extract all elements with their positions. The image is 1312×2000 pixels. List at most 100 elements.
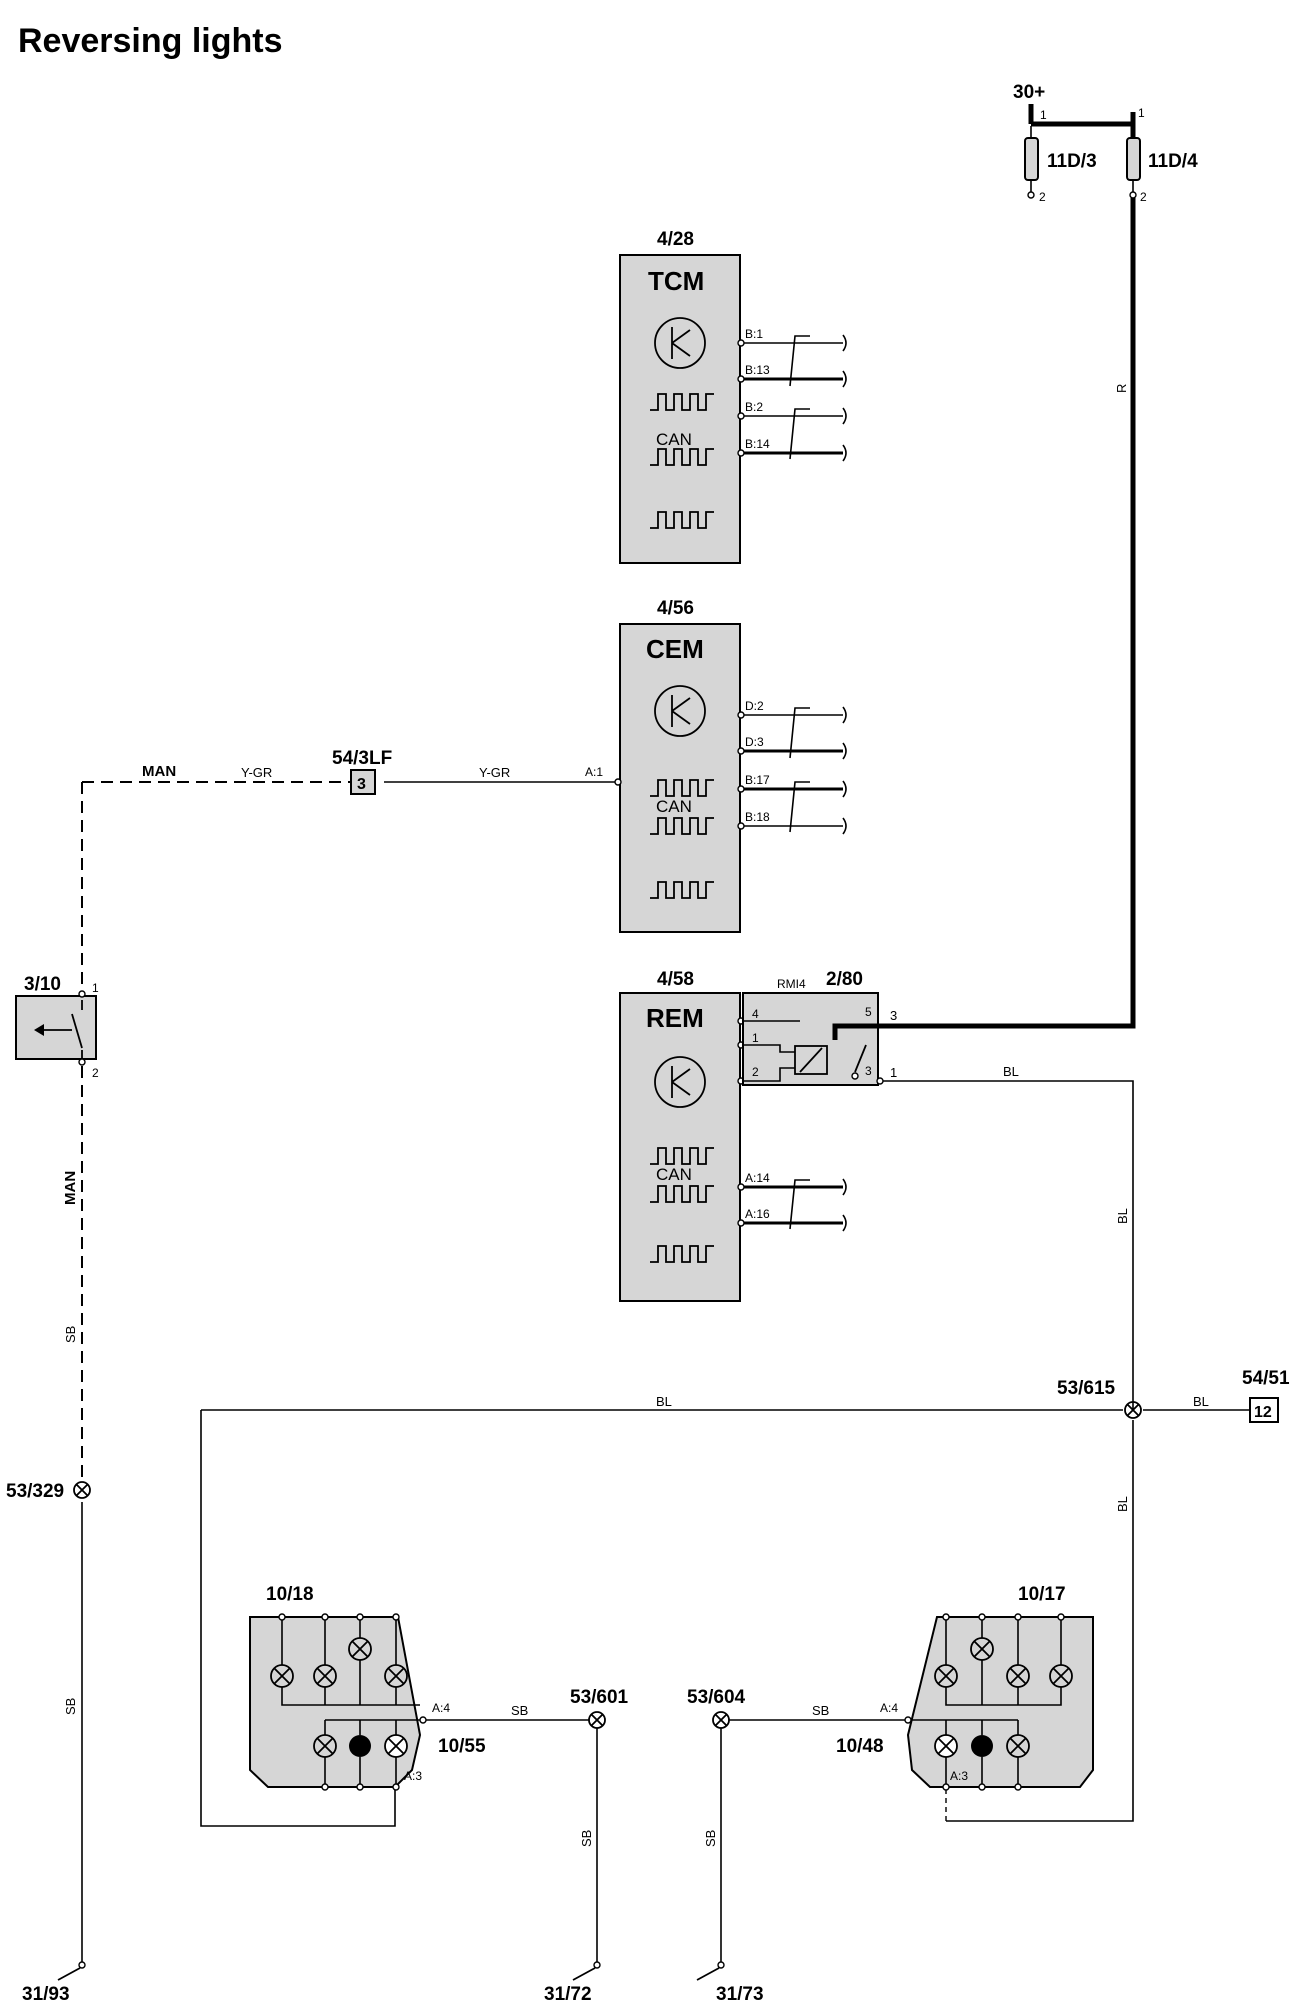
lamp-pin: A:4: [432, 1701, 450, 1715]
relay-name: RMI4: [777, 977, 806, 991]
signal-wave-icon: [650, 511, 714, 529]
splice-icon: [1126, 1403, 1140, 1417]
wire-bl-bus: BL BL BL: [200, 1394, 1250, 1827]
fuse-a-label: 11D/3: [1047, 151, 1097, 172]
fuse-b-label: 11D/4: [1148, 151, 1198, 172]
can-wave-icon: [650, 448, 714, 466]
reverse-bulb-icon: [349, 1735, 371, 1757]
lamp-label: 10/18: [266, 1584, 314, 1605]
lamp-wiring: [904, 1613, 1065, 1791]
relay-pin: 1: [752, 1031, 759, 1045]
tcm-pin-label: B:1: [745, 327, 763, 341]
fuse-11d4: 2 11D/4: [1126, 137, 1198, 204]
relay-contact-icon: [854, 1044, 867, 1073]
lamp-pin: A:3: [950, 1769, 968, 1783]
wire-ygr-label: Y-GR: [241, 765, 272, 780]
can-wave-icon: [650, 1147, 714, 1165]
lamp-sub-label: 10/48: [836, 1736, 884, 1757]
wire-bl-label: BL: [1115, 1496, 1130, 1512]
relay-pin: 5: [865, 1005, 872, 1019]
connector-pin: 12: [1254, 1404, 1272, 1421]
splice-label: 53/604: [687, 1687, 746, 1708]
ground-label: 31/72: [544, 1984, 592, 2000]
relay-out-pin: 1: [890, 1065, 897, 1080]
relay-2-80: 2/80 RMI4 4 1 2 5 3 3 1: [742, 969, 897, 1086]
fuse-b-pin2: 2: [1140, 190, 1147, 204]
ground-label: 31/73: [716, 1984, 764, 2000]
wire-ygr-label: Y-GR: [479, 765, 510, 780]
cem-pin-label: D:3: [745, 735, 764, 749]
wire-r: R: [883, 198, 1136, 1029]
arrow-icon: [34, 1024, 44, 1036]
cem-can-label: CAN: [656, 797, 692, 816]
wire-bl-label: BL: [1115, 1208, 1130, 1224]
can-wave-icon: [650, 393, 714, 411]
tcm-pins: B:1 B:13 B:2 B:14: [737, 327, 847, 462]
rem-module: 4/58 REM CAN A:14 A:16: [619, 969, 847, 1302]
rem-can-label: CAN: [656, 1165, 692, 1184]
splice-53-329: 53/329: [6, 1481, 91, 1502]
wire-sb-601: SB SB: [426, 1703, 598, 1962]
can-wave-icon: [650, 779, 714, 797]
fuse-11d3: 2 11D/3: [1024, 126, 1097, 204]
fuse-b-pin1: 1: [1138, 106, 1145, 120]
fuse-a-pin1: 1: [1040, 108, 1047, 122]
ground-31-73: 31/73: [696, 1961, 764, 2000]
transistor-icon: [671, 327, 691, 359]
wire-sb-label: SB: [63, 1698, 78, 1715]
tcm-pin-label: B:2: [745, 400, 763, 414]
splice-icon: [590, 1713, 604, 1727]
ground-31-72: 31/72: [544, 1961, 601, 2000]
ground-label: 31/93: [22, 1984, 70, 2000]
supply-label: 30+: [1013, 82, 1045, 103]
switch-label: 3/10: [24, 974, 61, 995]
lamp-label: 10/17: [1018, 1584, 1066, 1605]
wire-sb-label: SB: [703, 1830, 718, 1847]
lamp-unit-10-18: 10/18 A:4 A:3: [249, 1584, 486, 1791]
connector-label: 54/3LF: [332, 748, 392, 769]
connector-54-3lf: 54/3LF 3: [332, 748, 392, 795]
relay-pin: 3: [865, 1064, 872, 1078]
wire-bl-relay: BL BL: [883, 1064, 1134, 1410]
lamp-unit-10-17: 10/17 A:4 A:3: [836, 1584, 1094, 1791]
tcm-pin-label: B:14: [745, 437, 770, 451]
switch-pin: 1: [92, 981, 99, 995]
splice-label: 53/329: [6, 1481, 64, 1502]
wire-man-label: MAN: [62, 1171, 79, 1205]
wire-r-label: R: [1114, 384, 1129, 393]
fuse-a-pin2: 2: [1039, 190, 1046, 204]
wire-sb-label: SB: [812, 1703, 829, 1718]
power-supply: 30+ 1 1: [1013, 82, 1145, 138]
wire-sb-label: SB: [579, 1830, 594, 1847]
connector-pin: 3: [357, 776, 366, 793]
cem-pin-label: B:18: [745, 810, 770, 824]
tcm-can-label: CAN: [656, 430, 692, 449]
ground-31-93: 31/93: [22, 1961, 86, 2000]
rem-pins: A:14 A:16: [737, 1171, 847, 1232]
tcm-module: 4/28 TCM CAN B:1 B:13 B:2 B:14: [619, 229, 847, 564]
cem-name: CEM: [646, 634, 704, 664]
lamp-pin: A:4: [880, 1701, 898, 1715]
wire-sb-label: SB: [63, 1326, 78, 1343]
relay-id: 2/80: [826, 969, 863, 990]
connector-54-51: 54/51 12: [1242, 1368, 1290, 1423]
wire-sb-label: SB: [511, 1703, 528, 1718]
relay-pin: 4: [752, 1007, 759, 1021]
wire-man-sb: MAN SB SB: [62, 1066, 83, 1962]
can-wave-icon: [650, 817, 714, 835]
page-title: Reversing lights: [18, 22, 283, 60]
switch-pin: 2: [92, 1066, 99, 1080]
splice-53-604: 53/604: [687, 1687, 746, 1729]
connector-label: 54/51: [1242, 1368, 1290, 1389]
wire-sb-604: SB SB: [703, 1703, 907, 1962]
splice-53-615: 53/615: [1057, 1378, 1142, 1419]
splice-icon: [75, 1483, 89, 1497]
wire-ygr: Y-GR MAN Y-GR: [82, 763, 615, 783]
tcm-id: 4/28: [657, 229, 694, 250]
rem-name: REM: [646, 1003, 704, 1033]
cem-pin-label: B:17: [745, 773, 770, 787]
transistor-icon: [671, 695, 691, 727]
processor-icon: [654, 685, 706, 737]
splice-label: 53/601: [570, 1687, 629, 1708]
